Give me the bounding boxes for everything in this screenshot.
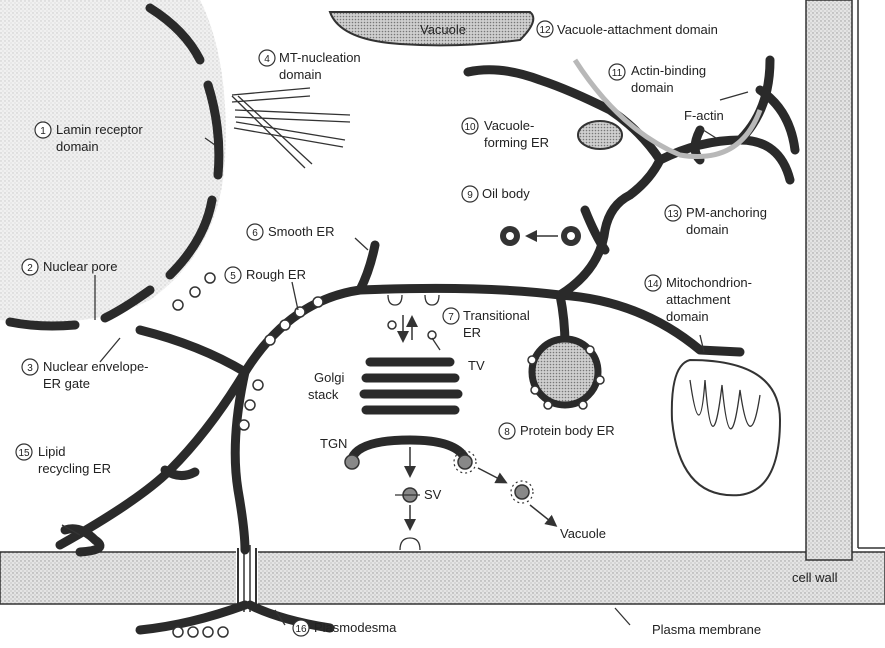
label-plasmodesma: Plasmodesma: [314, 620, 397, 635]
label-lamin-1: Lamin receptor: [56, 122, 143, 137]
label-f-actin: F-actin: [684, 108, 724, 123]
label-mito-2: attachment: [666, 292, 731, 307]
svg-text:1: 1: [40, 126, 46, 137]
label-mt-nucleation-1: MT-nucleation: [279, 50, 361, 65]
label-golgi-1: Golgi: [314, 370, 344, 385]
marker-15: 15: [16, 444, 32, 460]
label-actin-binding-2: domain: [631, 80, 674, 95]
marker-3: 3: [22, 359, 38, 375]
marker-14: 14: [645, 275, 661, 291]
marker-16: 16: [293, 620, 309, 636]
coated-vesicles: [454, 451, 555, 525]
marker-4: 4: [259, 50, 275, 66]
label-nuclear-envelope-1: Nuclear envelope-: [43, 359, 149, 374]
label-nuclear-envelope-2: ER gate: [43, 376, 90, 391]
svg-text:6: 6: [252, 228, 258, 239]
svg-text:8: 8: [504, 427, 510, 438]
marker-10: 10: [462, 118, 478, 134]
svg-text:11: 11: [612, 68, 623, 79]
label-smooth-er: Smooth ER: [268, 224, 334, 239]
svg-text:12: 12: [539, 25, 551, 36]
marker-13: 13: [665, 205, 681, 221]
label-pm-anchoring-2: domain: [686, 222, 729, 237]
svg-text:2: 2: [27, 263, 33, 274]
label-mt-nucleation-2: domain: [279, 67, 322, 82]
svg-text:9: 9: [467, 190, 473, 201]
label-cell-wall: cell wall: [792, 570, 838, 585]
label-tgn: TGN: [320, 436, 347, 451]
svg-text:15: 15: [18, 448, 30, 459]
label-oil-body: Oil body: [482, 186, 530, 201]
label-lipid-1: Lipid: [38, 444, 65, 459]
nucleus: [0, 0, 226, 326]
svg-text:14: 14: [647, 279, 659, 290]
label-transitional-2: ER: [463, 325, 481, 340]
marker-6: 6: [247, 224, 263, 240]
marker-9: 9: [462, 186, 478, 202]
marker-12: 12: [537, 21, 553, 37]
plasmodesma-ribosomes: [173, 627, 228, 637]
protein-body: [528, 339, 604, 409]
microtubules: [232, 88, 350, 168]
label-rough-er: Rough ER: [246, 267, 306, 282]
marker-7: 7: [443, 308, 459, 324]
label-mito-3: domain: [666, 309, 709, 324]
label-transitional-1: Transitional: [463, 308, 530, 323]
marker-11: 11: [609, 64, 625, 80]
svg-text:13: 13: [667, 209, 679, 220]
marker-1: 1: [35, 122, 51, 138]
label-protein-body: Protein body ER: [520, 423, 615, 438]
label-vacuole-forming-2: forming ER: [484, 135, 549, 150]
oil-bodies: [500, 226, 581, 246]
label-tv: TV: [468, 358, 485, 373]
svg-text:10: 10: [464, 122, 476, 133]
vacuole-forming-er: [578, 121, 622, 149]
label-vacuole-forming-1: Vacuole-: [484, 118, 534, 133]
label-vacuole-bottom: Vacuole: [560, 526, 606, 541]
svg-text:16: 16: [295, 624, 307, 635]
label-plasma-membrane: Plasma membrane: [652, 622, 761, 637]
svg-text:7: 7: [448, 312, 454, 323]
svg-text:3: 3: [27, 363, 33, 374]
svg-text:5: 5: [230, 271, 236, 282]
marker-2: 2: [22, 259, 38, 275]
mitochondrion: [672, 360, 780, 495]
transitional-er-buds: [388, 295, 439, 340]
label-mito-1: Mitochondrion-: [666, 275, 752, 290]
label-actin-binding-1: Actin-binding: [631, 63, 706, 78]
marker-5: 5: [225, 267, 241, 283]
label-pm-anchoring-1: PM-anchoring: [686, 205, 767, 220]
label-lamin-2: domain: [56, 139, 99, 154]
label-lipid-2: recycling ER: [38, 461, 111, 476]
golgi-stack: [364, 362, 458, 410]
svg-text:4: 4: [264, 54, 270, 65]
label-golgi-2: stack: [308, 387, 339, 402]
label-nuclear-pore: Nuclear pore: [43, 259, 117, 274]
label-vacuole-top: Vacuole: [420, 22, 466, 37]
label-vacuole-attachment: Vacuole-attachment domain: [557, 22, 718, 37]
label-sv: SV: [424, 487, 442, 502]
marker-8: 8: [499, 423, 515, 439]
